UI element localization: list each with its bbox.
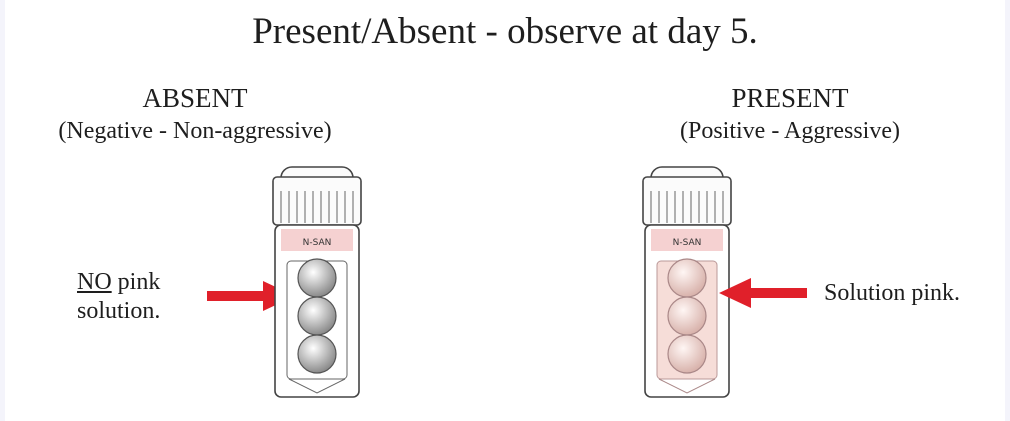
- vial-bottom: [658, 378, 716, 394]
- present-subheading: (Positive - Aggressive): [680, 118, 900, 144]
- vial-cap: [642, 176, 732, 226]
- absent-note-line2: solution.: [77, 298, 161, 324]
- present-note: Solution pink.: [824, 280, 961, 306]
- page-title: Present/Absent - observe at day 5.: [252, 11, 758, 52]
- present-heading: PRESENT: [731, 83, 849, 113]
- absent-note-rest: pink: [111, 269, 161, 295]
- absent-note: NO pink solution.: [77, 268, 160, 326]
- diagram-canvas: Present/Absent - observe at day 5. ABSEN…: [5, 0, 1005, 421]
- vial-label-band: [281, 229, 353, 251]
- present-vial: N-SAN: [642, 166, 732, 398]
- present-arrow-icon: [719, 278, 807, 308]
- vial-label-band: [651, 229, 723, 251]
- absent-arrow-shape: [207, 281, 295, 311]
- absent-arrow-icon: [207, 281, 295, 311]
- bead-1: [297, 258, 337, 298]
- vial-cap: [272, 176, 362, 226]
- bead-1: [667, 258, 707, 298]
- vial-label-text: N-SAN: [303, 238, 332, 248]
- vial-cap-ridges: [280, 191, 354, 223]
- absent-subheading: (Negative - Non-aggressive): [58, 118, 332, 144]
- vial-bottom: [288, 378, 346, 394]
- absent-heading: ABSENT: [142, 83, 248, 113]
- bead-2: [297, 296, 337, 336]
- present-arrow-shape: [719, 278, 807, 308]
- vial-cap-ridges: [650, 191, 724, 223]
- bead-3: [297, 334, 337, 374]
- absent-note-line1: NO pink: [77, 268, 160, 297]
- bead-2: [667, 296, 707, 336]
- absent-note-underlined: NO: [77, 269, 112, 295]
- vial-label-text: N-SAN: [673, 238, 702, 248]
- bead-3: [667, 334, 707, 374]
- absent-vial: N-SAN: [272, 166, 362, 398]
